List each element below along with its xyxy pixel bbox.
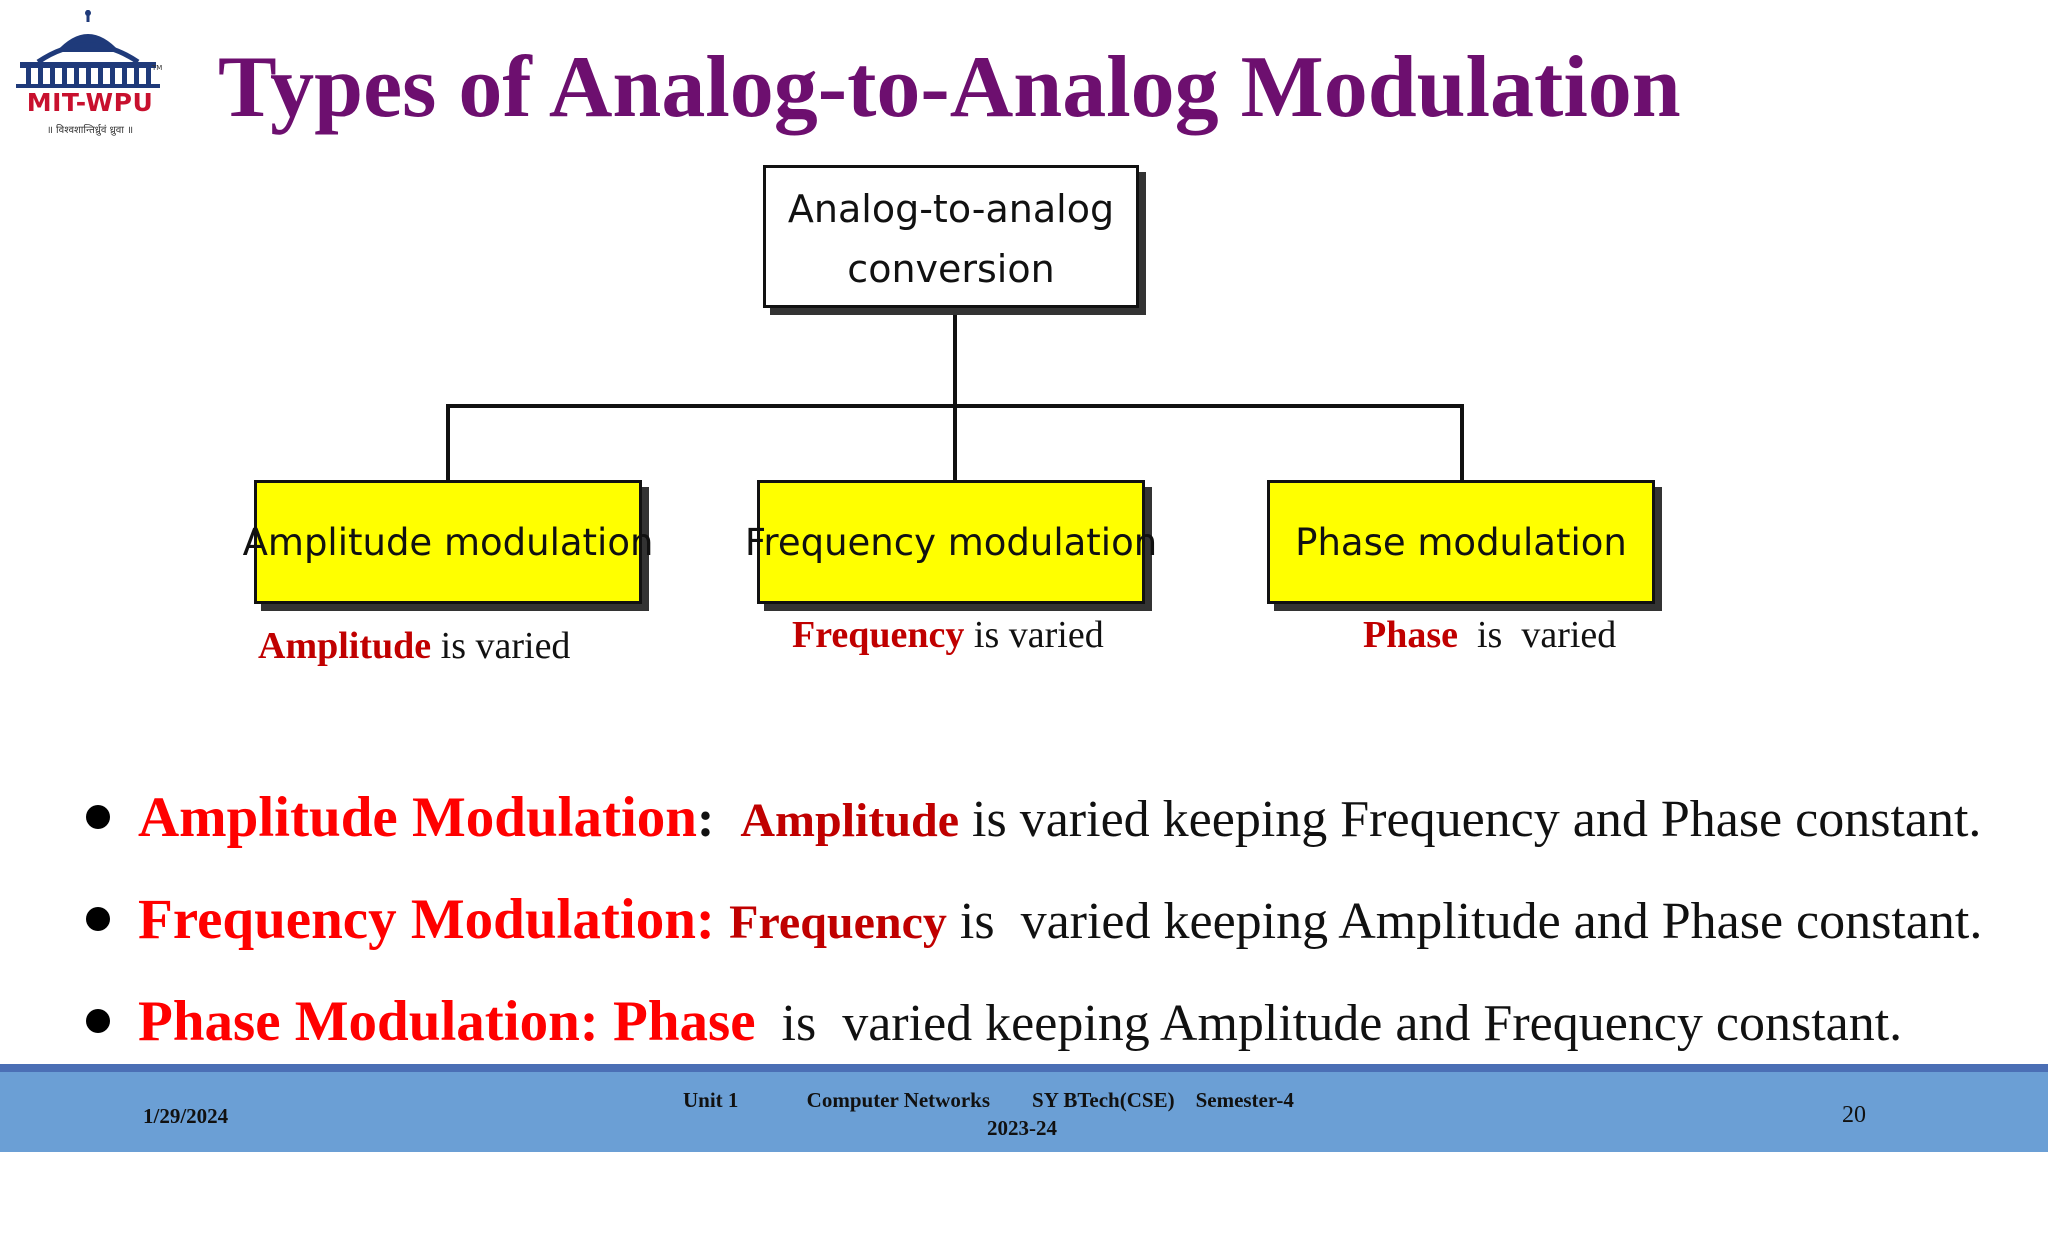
bullet-frequency: Frequency Modulation: Frequency is varie… (84, 888, 2034, 990)
bullet-rest: is varied keeping Amplitude and Phase co… (946, 893, 1983, 950)
bullet-phase: Phase Modulation: Phase is varied keepin… (84, 990, 2034, 1092)
footer-date: 1/29/2024 (143, 1104, 229, 1128)
caption-amplitude: Amplitude is varied (258, 624, 570, 668)
slide-footer: 1/29/2024 Unit 1 Computer Networks SY BT… (0, 1072, 2048, 1152)
bullet-rest: is varied keeping Frequency and Phase co… (959, 791, 1982, 848)
bullet-dot-icon (86, 805, 110, 829)
node-amplitude-modulation: Amplitude modulation (243, 480, 653, 604)
bullet-list: Amplitude Modulation: Amplitude is varie… (84, 786, 2034, 1092)
caption-rest: is varied (1458, 614, 1617, 656)
caption-rest: is varied (964, 614, 1104, 656)
bullet-sep: : (697, 791, 741, 848)
node-frequency-modulation: Frequency modulation (745, 480, 1157, 604)
bullet-key: Amplitude (740, 794, 960, 847)
root-node: Analog-to-analog conversion (763, 165, 1139, 308)
bullet-dot-icon (86, 1009, 110, 1033)
caption-key: Phase (1363, 614, 1458, 656)
caption-phase: Phase is varied (1363, 613, 1616, 657)
dome-icon (16, 10, 160, 88)
caption-key: Frequency (792, 614, 965, 656)
footer-rule (0, 1064, 2048, 1072)
slide-title: Types of Analog-to-Analog Modulation (218, 39, 1681, 136)
node-phase-modulation: Phase modulation (1267, 480, 1655, 604)
caption-rest: is varied (431, 625, 571, 667)
bullet-amplitude: Amplitude Modulation: Amplitude is varie… (84, 786, 2034, 888)
bullet-dot-icon (86, 907, 110, 931)
footer-year: 2023-24 (987, 1116, 1057, 1140)
connector-right-down (1460, 404, 1464, 480)
logo-tm: TM (152, 64, 163, 72)
connector-horizontal (446, 404, 1464, 408)
node-label: Phase modulation (1295, 520, 1627, 564)
root-node-line1: Analog-to-analog (787, 186, 1115, 231)
connector-root-down (953, 308, 957, 480)
mit-wpu-logo: TM MIT-WPU ॥ विश्वशान्तिर्ध्रुवं ध्रुवा … (8, 8, 168, 136)
node-label: Amplitude modulation (242, 520, 654, 564)
bullet-key: Frequency (729, 896, 947, 949)
bullet-term: Phase Modulation: Phase (138, 990, 756, 1053)
connector-left-down (446, 404, 450, 480)
caption-frequency: Frequency is varied (792, 613, 1104, 657)
footer-course-info: Unit 1 Computer Networks SY BTech(CSE) S… (683, 1088, 1294, 1112)
logo-tagline: ॥ विश्वशान्तिर्ध्रुवं ध्रुवा ॥ (46, 125, 134, 136)
footer-page-number: 20 (1842, 1102, 1866, 1128)
caption-key: Amplitude (258, 625, 432, 667)
bullet-rest: is varied keeping Amplitude and Frequenc… (755, 995, 1903, 1052)
root-node-line2: conversion (847, 246, 1055, 291)
logo-text: MIT-WPU (26, 88, 154, 117)
bullet-term: Frequency Modulation: (138, 888, 730, 951)
bullet-term: Amplitude Modulation (138, 786, 698, 849)
node-label: Frequency modulation (744, 520, 1158, 564)
